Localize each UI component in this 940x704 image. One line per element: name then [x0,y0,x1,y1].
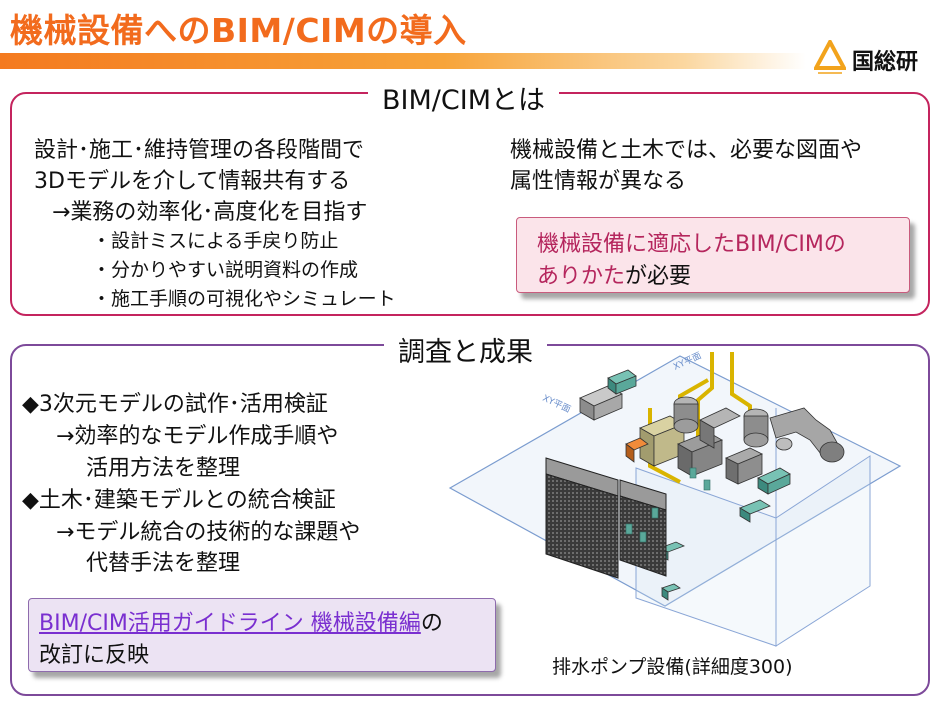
guideline-callout: BIM/CIM活用ガイドライン 機械設備編の 改訂に反映 [28,598,496,672]
page-title: 機械設備へのBIM/CIMの導入 [10,11,467,50]
title-underline-bar [0,53,806,69]
section1-right-line: 機械設備と土木では、必要な図面や [510,138,863,163]
section1-left-line: →業務の効率化･高度化を目指す [52,200,368,225]
callout2-line1-rest: の [420,611,443,636]
section1-bullet: ・分かりやすい説明資料の作成 [92,259,359,281]
callout1-line1: 機械設備に適応したBIM/CIMの [537,232,846,257]
callout2-line2: 改訂に反映 [39,643,150,668]
section2-heading: 調査と成果 [384,330,547,369]
section1-left-line: 3Dモデルを介して情報共有する [34,169,351,194]
grey-ducts [673,396,845,463]
callout2-line1: BIM/CIM活用ガイドライン 機械設備編の [39,605,443,637]
section2-item: →効率的なモデル作成手順や [56,424,339,449]
figure-caption: 排水ポンプ設備(詳細度300) [552,656,793,678]
section2-item: 活用方法を整理 [86,456,241,481]
section1-heading: BIM/CIMとは [368,78,559,117]
callout1-highlight: ありかた [537,264,626,289]
plane-label-2: XY平面 [541,393,573,416]
org-name: 国総研 [852,50,919,75]
pump-facility-3d-model: XY平面 XY平面 [448,350,902,647]
guideline-link[interactable]: BIM/CIM活用ガイドライン 機械設備編 [39,611,421,636]
section2-item: ◆3次元モデルの試作･活用検証 [22,392,328,417]
section1-bullet: ・施工手順の可視化やシミュレート [92,288,396,310]
small-fittings [625,467,711,543]
section2-item: 代替手法を整理 [86,551,241,576]
requirement-callout: 機械設備に適応したBIM/CIMの ありかたが必要 [516,217,910,293]
callout1-rest: が必要 [625,264,692,289]
section1-bullet: ・設計ミスによる手戻り防止 [92,230,339,252]
section2-item: →モデル統合の技術的な課題や [56,520,361,545]
nilim-triangle-logo-icon [814,40,846,74]
section1-right-line: 属性情報が異なる [510,169,687,194]
section2-item: ◆土木･建築モデルとの統合検証 [22,488,336,513]
section1-left-line: 設計･施工･維持管理の各段階間で [34,138,365,163]
callout1-line2: ありかたが必要 [537,258,691,290]
equipment-blocks [579,369,791,601]
